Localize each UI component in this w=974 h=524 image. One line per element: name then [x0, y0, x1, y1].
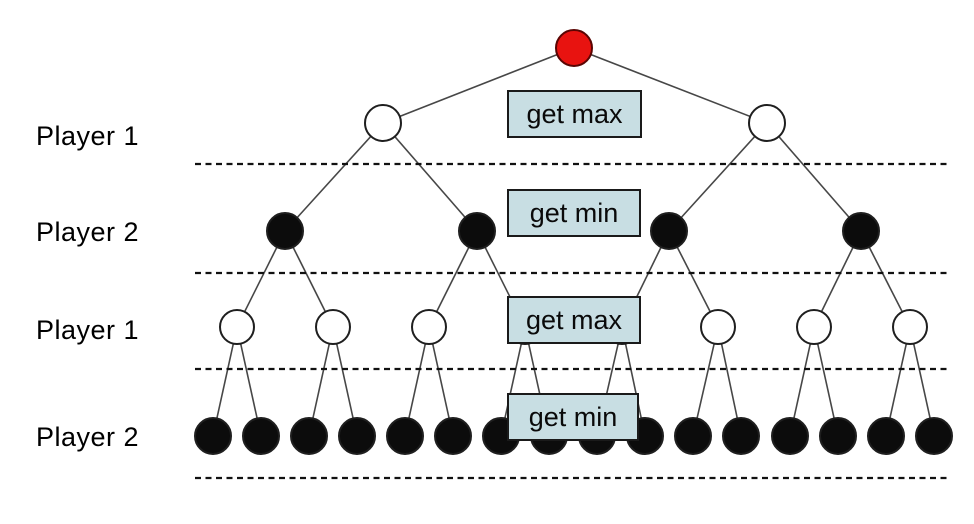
tree-node-n1b-white	[748, 104, 786, 142]
tree-node-n3f-white	[700, 309, 736, 345]
tree-node-l10-black	[674, 417, 712, 455]
operation-box-label: get max	[525, 304, 623, 335]
tree-node-n3a-white	[219, 309, 255, 345]
tree-edge	[382, 122, 478, 232]
tree-node-l11-black	[722, 417, 760, 455]
tree-node-l14-black	[867, 417, 905, 455]
tree-edge	[573, 47, 768, 124]
tree-node-n3g-white	[796, 309, 832, 345]
tree-node-l13-black	[819, 417, 857, 455]
row-label-player1-level1: Player 1	[36, 121, 140, 151]
tree-node-n2b-black	[458, 212, 496, 250]
operation-box-get-max-1: get max	[507, 90, 642, 138]
tree-node-n2a-black	[266, 212, 304, 250]
tree-node-n3h-white	[892, 309, 928, 345]
tree-node-l15-black	[915, 417, 953, 455]
operation-box-label: get min	[528, 401, 618, 432]
tree-edge	[766, 122, 862, 232]
tree-node-n2d-black	[842, 212, 880, 250]
tree-node-n3c-white	[411, 309, 447, 345]
tree-edge	[382, 47, 575, 124]
tree-node-l05-black	[434, 417, 472, 455]
tree-node-n1a-white	[364, 104, 402, 142]
tree-node-n3b-white	[315, 309, 351, 345]
row-label-player2-level2: Player 2	[36, 217, 140, 247]
operation-box-label: get max	[526, 98, 623, 129]
tree-node-l03-black	[338, 417, 376, 455]
tree-node-l01-black	[242, 417, 280, 455]
tree-node-n2c-black	[650, 212, 688, 250]
tree-node-l04-black	[386, 417, 424, 455]
operation-box-label: get min	[529, 197, 619, 228]
tree-node-l12-black	[771, 417, 809, 455]
tree-node-l02-black	[290, 417, 328, 455]
row-label-player2-level4: Player 2	[36, 422, 140, 452]
tree-node-root-red	[555, 29, 593, 67]
tree-edge	[284, 122, 384, 232]
operation-box-get-max-2: get max	[507, 296, 641, 344]
operation-box-get-min-2: get min	[507, 393, 639, 441]
tree-edge	[668, 122, 768, 232]
tree-node-l00-black	[194, 417, 232, 455]
row-label-player1-level3: Player 1	[36, 315, 140, 345]
operation-box-get-min-1: get min	[507, 189, 641, 237]
